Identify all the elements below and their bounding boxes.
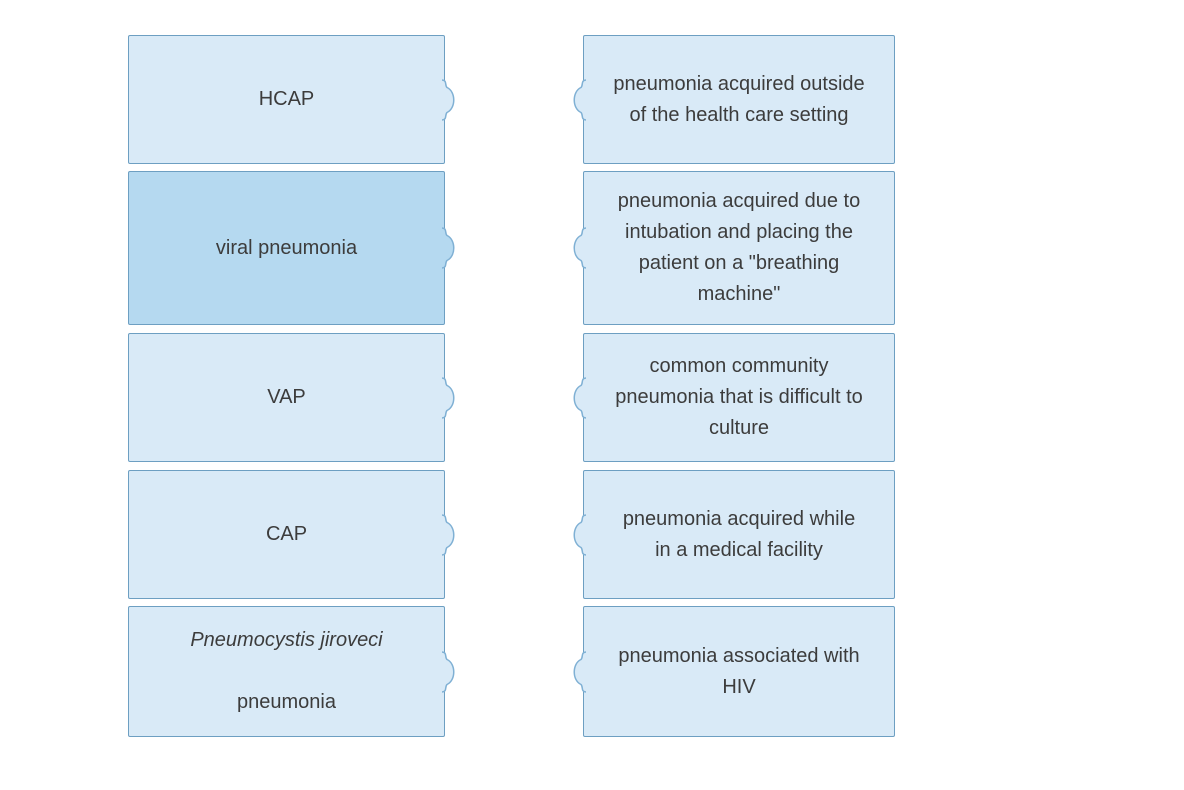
term-label: HCAP [258,88,315,110]
definition-card-difficult-culture[interactable]: common community pneumonia that is diffi… [573,333,895,462]
puzzle-tab-icon [442,650,455,693]
puzzle-tab-icon [442,376,455,419]
definition-label: common community pneumonia that is diffi… [615,355,863,439]
term-card-vap[interactable]: VAP [128,333,455,462]
puzzle-tab-icon [442,513,455,556]
definition-label: pneumonia acquired due to intubation and… [617,190,861,305]
puzzle-tab-icon [442,227,455,269]
definition-label: pneumonia associated with HIV [618,644,860,698]
term-label: VAP [267,386,306,408]
term-label: viral pneumonia [215,236,358,259]
term-card-viral-pneumonia[interactable]: viral pneumonia [128,171,455,325]
puzzle-tab-icon [573,513,586,556]
definition-label: pneumonia acquired while in a medical fa… [622,507,856,561]
term-label: CAP [265,523,308,545]
definition-card-medical-facility[interactable]: pneumonia acquired while in a medical fa… [573,470,895,599]
term-card-hcap[interactable]: HCAP [128,35,455,164]
definition-card-outside-healthcare[interactable]: pneumonia acquired outside of the health… [573,35,895,164]
definition-card-intubation[interactable]: pneumonia acquired due to intubation and… [573,171,895,325]
species-name-rest: pneumonia [237,691,336,713]
definition-card-hiv[interactable]: pneumonia associated with HIV [573,606,895,737]
puzzle-tab-icon [573,376,586,419]
definition-label: pneumonia acquired outside of the health… [613,72,865,126]
term-card-pneumocystis[interactable]: Pneumocystis jiroveci pneumonia [128,606,455,737]
puzzle-tab-icon [442,78,455,121]
term-card-cap[interactable]: CAP [128,470,455,599]
term-label: Pneumocystis jiroveci pneumonia [176,594,396,749]
puzzle-tab-icon [573,227,586,269]
puzzle-tab-icon [573,78,586,121]
puzzle-tab-icon [573,650,586,693]
species-name-italic: Pneumocystis jiroveci [190,629,383,651]
